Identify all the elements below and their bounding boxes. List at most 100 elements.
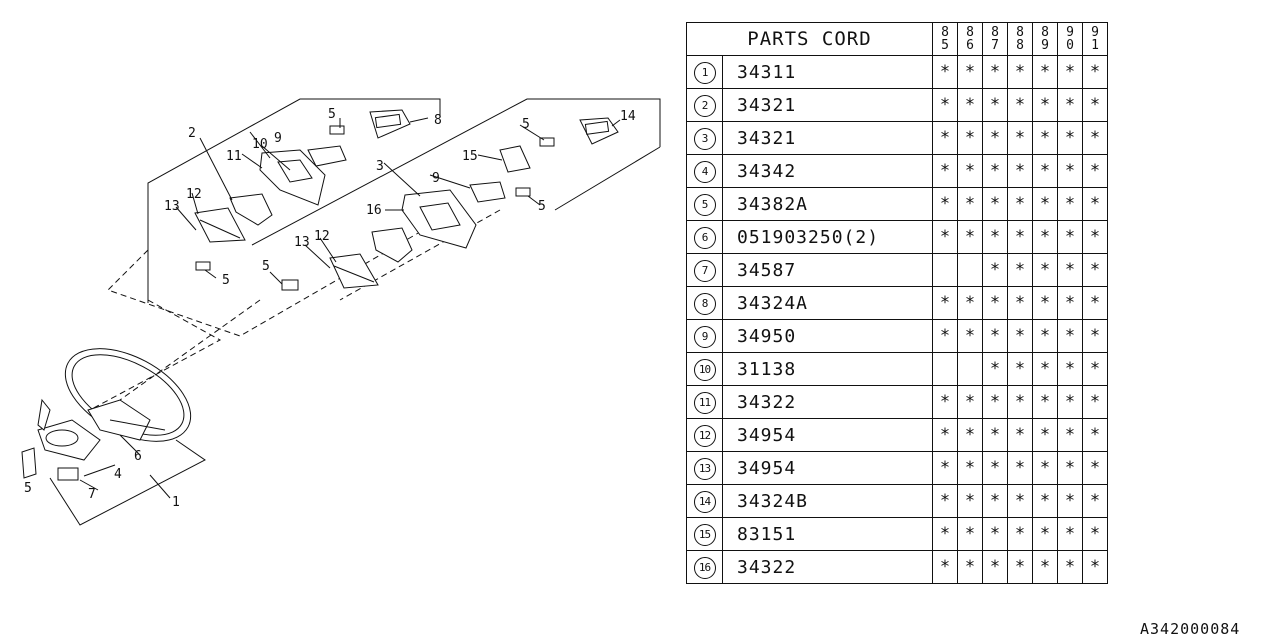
year-mark: * [1007, 319, 1033, 353]
ref-number: 8 [693, 292, 716, 315]
year-mark: * [1032, 253, 1058, 287]
year-mark: * [957, 154, 983, 188]
year-mark: * [957, 484, 983, 518]
year-mark: * [957, 220, 983, 254]
screws-5-lower [281, 137, 555, 291]
ref-number-cell: 15 [686, 517, 723, 551]
callout-8: 8 [434, 113, 442, 128]
year-mark [932, 253, 958, 287]
year-mark: * [1057, 484, 1083, 518]
horn-pad [37, 398, 101, 461]
part-code: 83151 [722, 517, 933, 551]
year-mark: * [932, 418, 958, 452]
part-4 [57, 467, 79, 481]
ref-number-cell: 9 [686, 319, 723, 353]
ref-number: 16 [693, 556, 716, 579]
ref-number-cell: 3 [686, 121, 723, 155]
ref-number-cell: 10 [686, 352, 723, 386]
year-mark: * [1032, 418, 1058, 452]
year-mark: * [932, 484, 958, 518]
year-mark: * [1082, 352, 1108, 386]
ref-number: 5 [693, 193, 716, 216]
ref-number: 2 [693, 94, 716, 117]
year-mark: * [1007, 418, 1033, 452]
year-mark: * [1032, 121, 1058, 155]
year-mark: * [932, 385, 958, 419]
part-code: 34321 [722, 88, 933, 122]
year-mark: * [1057, 154, 1083, 188]
ref-number-cell: 5 [686, 187, 723, 221]
callout-12-upper: 12 [186, 187, 202, 202]
ref-number-cell: 6 [686, 220, 723, 254]
year-mark: * [982, 319, 1008, 353]
year-mark: * [982, 352, 1008, 386]
steering-wheel [64, 348, 192, 442]
part-code: 34950 [722, 319, 933, 353]
part-code: 34324B [722, 484, 933, 518]
year-mark: * [982, 385, 1008, 419]
callout-16: 16 [366, 203, 382, 218]
year-mark: * [932, 451, 958, 485]
year-mark: * [982, 286, 1008, 320]
part-code: 34587 [722, 253, 933, 287]
pad-8 [369, 109, 411, 139]
year-mark [932, 352, 958, 386]
year-mark: * [982, 187, 1008, 221]
year-mark: * [1082, 550, 1108, 584]
year-mark: * [1032, 88, 1058, 122]
year-mark: * [957, 385, 983, 419]
ref-number: 9 [693, 325, 716, 348]
year-mark: * [932, 187, 958, 221]
year-mark: * [1082, 484, 1108, 518]
year-mark: * [1082, 55, 1108, 89]
year-mark: * [1032, 352, 1058, 386]
year-mark: * [1082, 418, 1108, 452]
year-mark: * [1057, 55, 1083, 89]
year-mark: * [1057, 385, 1083, 419]
year-mark: * [932, 220, 958, 254]
callout-11: 11 [226, 149, 242, 164]
year-mark: * [1082, 286, 1108, 320]
year-mark: * [982, 220, 1008, 254]
part-code: 34324A [722, 286, 933, 320]
year-mark: * [1007, 352, 1033, 386]
ref-number-cell: 8 [686, 286, 723, 320]
ref-number: 1 [693, 61, 716, 84]
year-mark: * [1057, 187, 1083, 221]
ref-number: 4 [693, 160, 716, 183]
ref-number: 7 [693, 259, 716, 282]
panel-outline-upper [147, 98, 441, 303]
year-mark: * [1082, 451, 1108, 485]
year-mark: * [932, 88, 958, 122]
year-mark: * [982, 55, 1008, 89]
ref-number: 11 [693, 391, 716, 414]
year-mark: * [1057, 418, 1083, 452]
year-mark: * [957, 550, 983, 584]
year-mark: * [982, 88, 1008, 122]
year-mark: * [1007, 55, 1033, 89]
year-mark: * [957, 88, 983, 122]
callout-5-lower: 5 [24, 481, 32, 496]
year-mark: * [1007, 121, 1033, 155]
year-mark: * [957, 286, 983, 320]
year-mark: * [957, 517, 983, 551]
part-code: 051903250(2) [722, 220, 933, 254]
year-mark: * [1057, 550, 1083, 584]
callout-1: 1 [172, 495, 180, 510]
year-mark: * [1032, 154, 1058, 188]
year-mark: * [1082, 121, 1108, 155]
pad-16 [401, 189, 477, 249]
year-mark: * [957, 121, 983, 155]
